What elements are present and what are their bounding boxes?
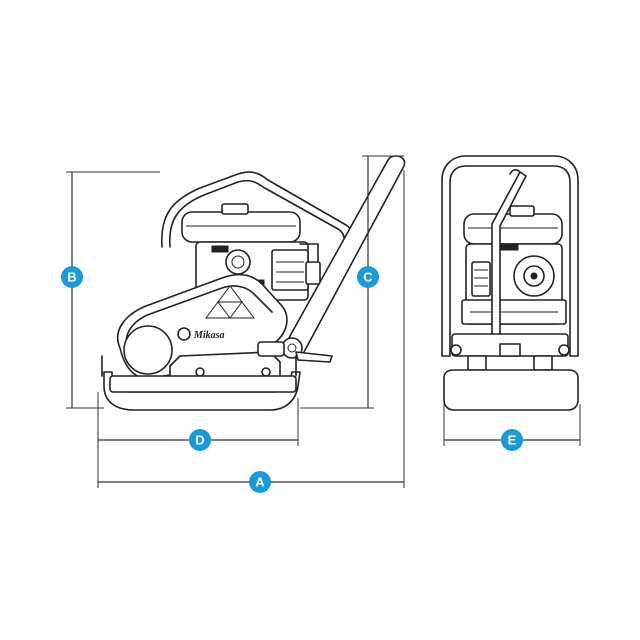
badge-a-circle xyxy=(249,471,271,493)
badge-b-label: B xyxy=(67,270,76,285)
badge-d-circle xyxy=(189,429,211,451)
front-view xyxy=(441,155,579,411)
badge-b-circle xyxy=(61,266,83,288)
pulley-cover xyxy=(123,325,173,375)
badge-c-label: C xyxy=(363,270,373,285)
side-view: Mikasa xyxy=(101,155,406,411)
fuel-cap xyxy=(221,203,249,215)
front-guard-frame xyxy=(441,155,579,357)
badge-e: E xyxy=(501,429,523,451)
front-fuel-tank xyxy=(463,213,563,245)
badge-c: C xyxy=(357,266,379,288)
brand-logo-text: Mikasa xyxy=(193,330,225,341)
badge-b: B xyxy=(61,266,83,288)
badge-e-circle xyxy=(501,429,523,451)
badge-a: A xyxy=(249,471,271,493)
fuel-tank xyxy=(181,211,301,243)
front-base-plate xyxy=(443,369,579,411)
badge-e-label: E xyxy=(508,433,517,448)
badge-d-label: D xyxy=(195,433,204,448)
badge-c-circle xyxy=(357,266,379,288)
badge-d: D xyxy=(189,429,211,451)
badge-a-label: A xyxy=(255,475,265,490)
triangle-mark-icon xyxy=(205,285,255,319)
dimension-badges: B C D E A xyxy=(61,266,523,493)
